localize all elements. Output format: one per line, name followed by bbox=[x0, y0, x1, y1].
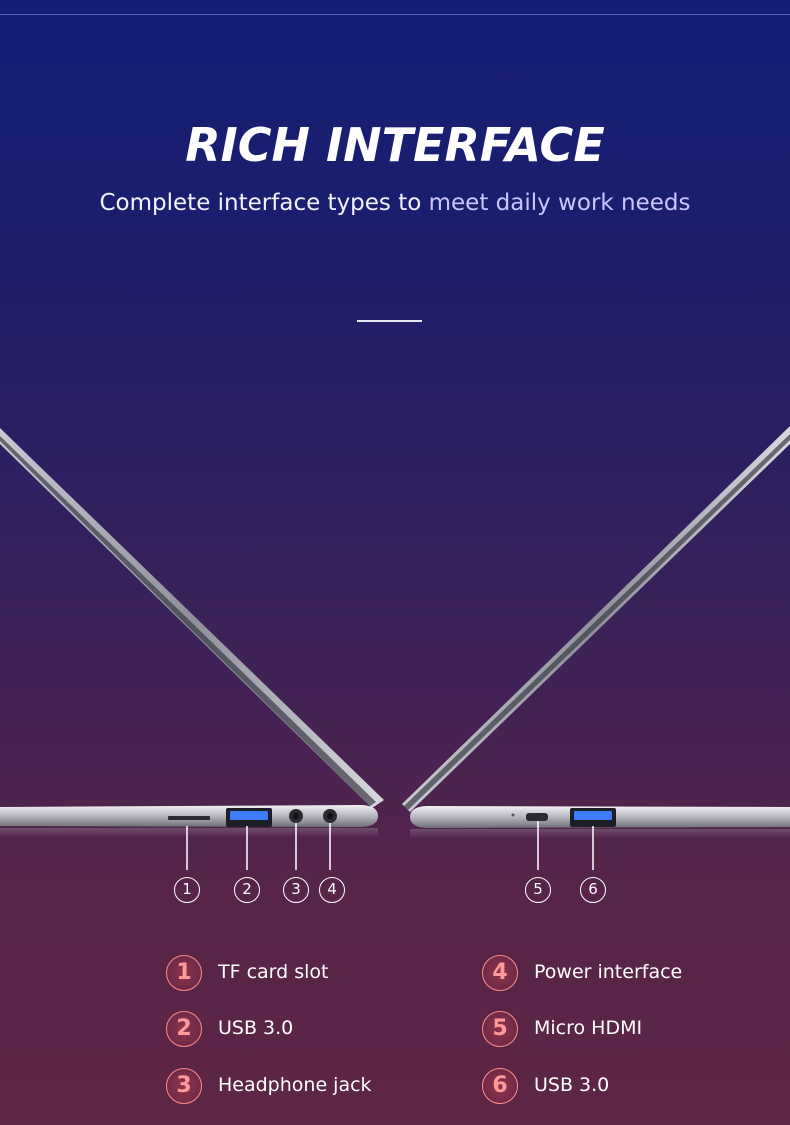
right-laptop-lid-edge bbox=[404, 434, 790, 810]
usb-port-right-tongue-icon bbox=[574, 811, 612, 820]
legend-badge-6: 6 bbox=[482, 1068, 518, 1104]
tf-card-slot-icon bbox=[168, 816, 210, 820]
page-subtitle: Complete interface types to meet daily w… bbox=[0, 190, 790, 216]
usb-port-left-tongue-icon bbox=[230, 811, 268, 820]
subtitle-part-1: Complete interface types to bbox=[99, 190, 429, 216]
legend-label-1: TF card slot bbox=[218, 961, 329, 983]
legend-label-4: Power interface bbox=[534, 961, 683, 983]
right-laptop bbox=[402, 426, 790, 839]
port-marker-6: 6 bbox=[580, 877, 606, 903]
title-divider bbox=[357, 320, 422, 322]
legend-badge-1: 1 bbox=[166, 955, 202, 991]
right-laptop-reflection bbox=[410, 829, 790, 839]
left-laptop-lid-edge bbox=[0, 436, 376, 806]
left-laptop-reflection bbox=[0, 828, 378, 838]
port-marker-3: 3 bbox=[283, 877, 309, 903]
left-laptop bbox=[0, 428, 384, 838]
subtitle-part-2: meet daily work needs bbox=[428, 190, 691, 216]
micro-hdmi-port-icon bbox=[526, 813, 548, 821]
legend-label-3: Headphone jack bbox=[218, 1074, 372, 1096]
port-leader-lines bbox=[186, 821, 594, 870]
page-title: RICH INTERFACE bbox=[185, 118, 605, 172]
port-marker-1: 1 bbox=[174, 877, 200, 903]
top-border-line bbox=[0, 14, 790, 15]
left-laptop-lid bbox=[0, 428, 384, 808]
legend-label-6: USB 3.0 bbox=[534, 1074, 610, 1096]
legend-badge-4: 4 bbox=[482, 955, 518, 991]
legend-badge-2: 2 bbox=[166, 1011, 202, 1047]
legend-label-2: USB 3.0 bbox=[218, 1017, 294, 1039]
legend-label-5: Micro HDMI bbox=[534, 1017, 643, 1039]
port-marker-5: 5 bbox=[525, 877, 551, 903]
port-marker-2: 2 bbox=[234, 877, 260, 903]
port-marker-4: 4 bbox=[319, 877, 345, 903]
legend-badge-5: 5 bbox=[482, 1011, 518, 1047]
legend-badge-3: 3 bbox=[166, 1068, 202, 1104]
